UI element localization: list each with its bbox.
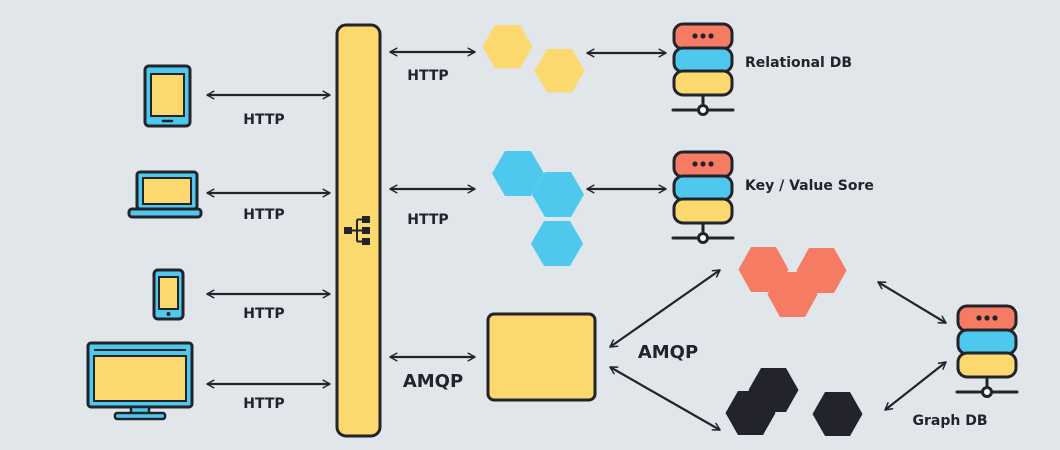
service-link-label: HTTP: [407, 212, 448, 228]
database-label: Relational DB: [745, 55, 852, 71]
database-icon: [955, 304, 1019, 398]
broker-link-label: AMQP: [638, 342, 698, 363]
client-link-label: HTTP: [243, 396, 284, 412]
smartphone-icon: [152, 268, 185, 321]
laptop-icon: [127, 170, 203, 219]
message-broker: [486, 312, 597, 402]
database-icon: [671, 150, 735, 244]
client-link-label: HTTP: [243, 207, 284, 223]
client-link-label: HTTP: [243, 112, 284, 128]
database-label: Key / Value Sore: [745, 178, 874, 194]
service-links: [389, 47, 476, 362]
service-hexagons-yellow: [482, 25, 585, 93]
service-hexagons-red: [738, 247, 847, 317]
client-links: [206, 90, 331, 389]
client-link-label: HTTP: [243, 306, 284, 322]
tablet-icon: [143, 64, 192, 128]
service-hexagons-blue: [492, 151, 584, 266]
network-hierarchy-icon: [344, 216, 370, 245]
database-icon: [671, 22, 735, 116]
database-label: Graph DB: [913, 413, 988, 429]
db-links: [586, 48, 667, 194]
service-link-label: HTTP: [407, 68, 448, 84]
broker-links: [609, 269, 947, 431]
monitor-icon: [86, 341, 194, 421]
service-hexagons-dark: [725, 368, 863, 436]
service-link-label: AMQP: [403, 371, 463, 392]
